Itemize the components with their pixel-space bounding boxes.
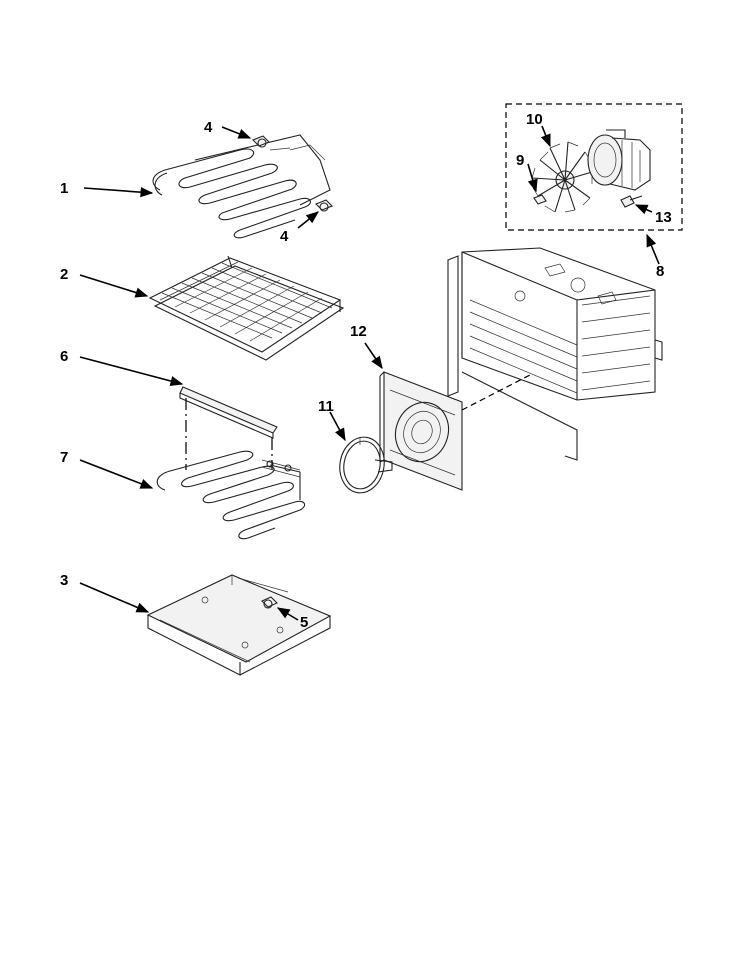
oven-rack xyxy=(148,255,345,361)
bake-element xyxy=(156,450,306,540)
fan-blade xyxy=(531,141,593,213)
leader-lines xyxy=(79,125,660,621)
callout-1: 1 xyxy=(60,180,68,197)
terminal-screw-upper xyxy=(252,135,270,148)
vent-baffle xyxy=(179,386,278,439)
mounting-screw xyxy=(261,596,278,609)
callout-4-lower: 4 xyxy=(280,228,289,245)
convection-element xyxy=(339,436,393,494)
callout-10: 10 xyxy=(526,111,543,128)
motor-kit-box xyxy=(505,103,683,231)
bottom-cover xyxy=(146,574,332,676)
callout-13: 13 xyxy=(655,209,672,226)
callout-12: 12 xyxy=(350,323,367,340)
oven-cavity xyxy=(447,247,663,461)
fan-nut xyxy=(533,194,547,205)
motor-screw xyxy=(620,195,643,208)
callout-2: 2 xyxy=(60,266,68,283)
rear-panel xyxy=(379,371,463,491)
convection-fan-motor xyxy=(587,129,651,191)
terminal-screw-lower xyxy=(315,199,333,212)
callout-7: 7 xyxy=(60,449,68,466)
callout-9: 9 xyxy=(516,152,524,169)
callout-3: 3 xyxy=(60,572,68,589)
alignment-line-cavity xyxy=(461,374,531,411)
broil-element xyxy=(152,134,331,239)
callout-4-upper: 4 xyxy=(204,119,213,136)
callout-11: 11 xyxy=(318,398,334,415)
callout-6: 6 xyxy=(60,348,68,365)
callout-8: 8 xyxy=(656,263,664,280)
callout-5: 5 xyxy=(300,614,308,631)
